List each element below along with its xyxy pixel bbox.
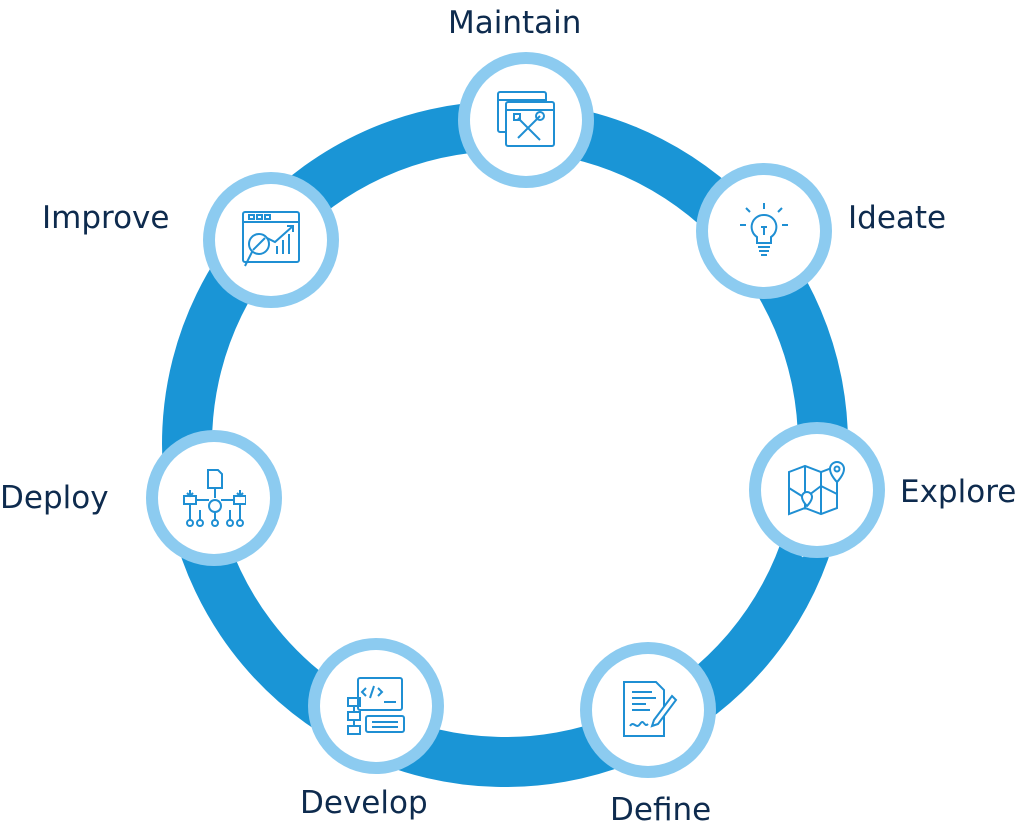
- lightbulb-icon: [740, 203, 788, 256]
- stage-label-define: Define: [610, 792, 712, 828]
- stage-label-explore: Explore: [900, 474, 1017, 510]
- stage-label-ideate: Ideate: [848, 200, 947, 236]
- stage-label-maintain: Maintain: [448, 5, 582, 41]
- stage-node-deploy: [146, 430, 282, 566]
- stage-node-ideate: [696, 163, 832, 299]
- stage-node-explore: [749, 422, 885, 558]
- analytics-growth-icon: [242, 211, 300, 267]
- stage-node-maintain: [458, 52, 594, 188]
- stage-node-define: [580, 642, 716, 778]
- stage-label-deploy: Deploy: [0, 480, 109, 516]
- map-pin-icon: [788, 460, 846, 516]
- stage-node-develop: [308, 638, 444, 774]
- maintenance-tools-icon: [497, 91, 555, 147]
- stage-label-improve: Improve: [42, 200, 170, 236]
- deployment-network-icon: [183, 469, 246, 527]
- document-pen-icon: [623, 681, 678, 737]
- stage-node-improve: [203, 172, 339, 308]
- code-flowchart-icon: [347, 677, 405, 735]
- stage-label-develop: Develop: [300, 785, 428, 821]
